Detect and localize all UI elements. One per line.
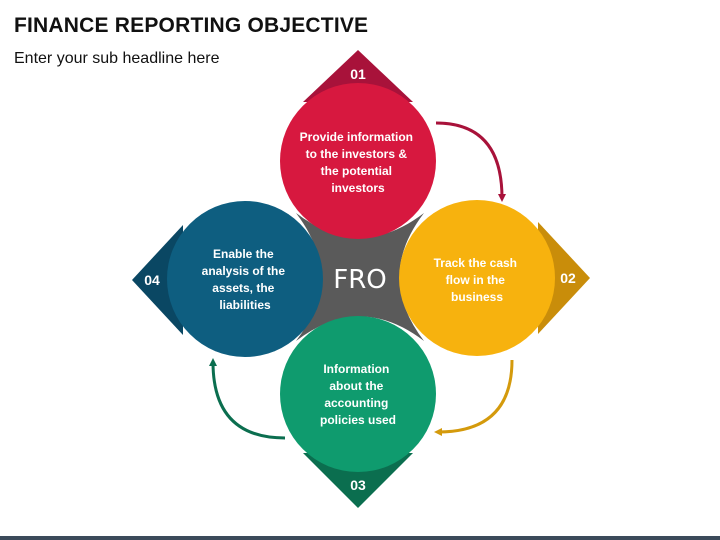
arrow-03-to-04 xyxy=(209,358,286,440)
step-04-line-3: assets, the xyxy=(212,281,274,295)
step-03-text: Information about the accounting policie… xyxy=(320,362,396,427)
step-04-circle xyxy=(167,201,323,357)
step-02-line-1: Track the cash xyxy=(434,256,517,270)
step-03-line-2: about the xyxy=(329,379,383,393)
step-01-line-4: investors xyxy=(331,181,385,195)
center-star-shape xyxy=(296,213,424,341)
step-03-circle xyxy=(280,316,436,472)
step-04-text: Enable the analysis of the assets, the l… xyxy=(202,247,289,312)
step-03-line-1: Information xyxy=(323,362,389,376)
center-label: FRO xyxy=(333,265,387,295)
step-04-tip xyxy=(132,225,183,335)
step-03: 03 Information about the accounting poli… xyxy=(280,316,436,508)
step-04-line-1: Enable the xyxy=(213,247,274,261)
step-02-tip xyxy=(538,222,590,334)
step-01-line-1: Provide information xyxy=(300,130,413,144)
step-02-line-2: flow in the xyxy=(446,273,506,287)
step-01-number: 01 xyxy=(350,66,366,82)
step-04-line-4: liabilities xyxy=(219,298,271,312)
arrow-01-to-02 xyxy=(435,121,506,202)
step-01-circle xyxy=(280,83,436,239)
step-02-line-3: business xyxy=(451,290,503,304)
arrow-02-to-03 xyxy=(434,359,514,436)
step-01-text: Provide information to the investors & t… xyxy=(300,130,417,195)
step-01-line-3: the potential xyxy=(321,164,392,178)
step-02-text: Track the cash flow in the business xyxy=(434,256,521,304)
step-04-number: 04 xyxy=(144,272,160,288)
step-04-line-2: analysis of the xyxy=(202,264,286,278)
step-01-line-2: to the investors & xyxy=(306,147,408,161)
page-subtitle: Enter your sub headline here xyxy=(14,50,220,67)
bottom-accent-bar xyxy=(0,536,720,540)
page-title: FINANCE REPORTING OBJECTIVE xyxy=(14,14,369,37)
step-01: 01 Provide information to the investors … xyxy=(280,50,436,239)
step-02: 02 Track the cash flow in the business xyxy=(399,200,590,356)
step-03-line-3: accounting xyxy=(324,396,388,410)
step-03-number: 03 xyxy=(350,477,366,493)
step-04: 04 Enable the analysis of the assets, th… xyxy=(132,201,323,357)
step-02-circle xyxy=(399,200,555,356)
step-03-line-4: policies used xyxy=(320,413,396,427)
step-02-number: 02 xyxy=(560,270,576,286)
